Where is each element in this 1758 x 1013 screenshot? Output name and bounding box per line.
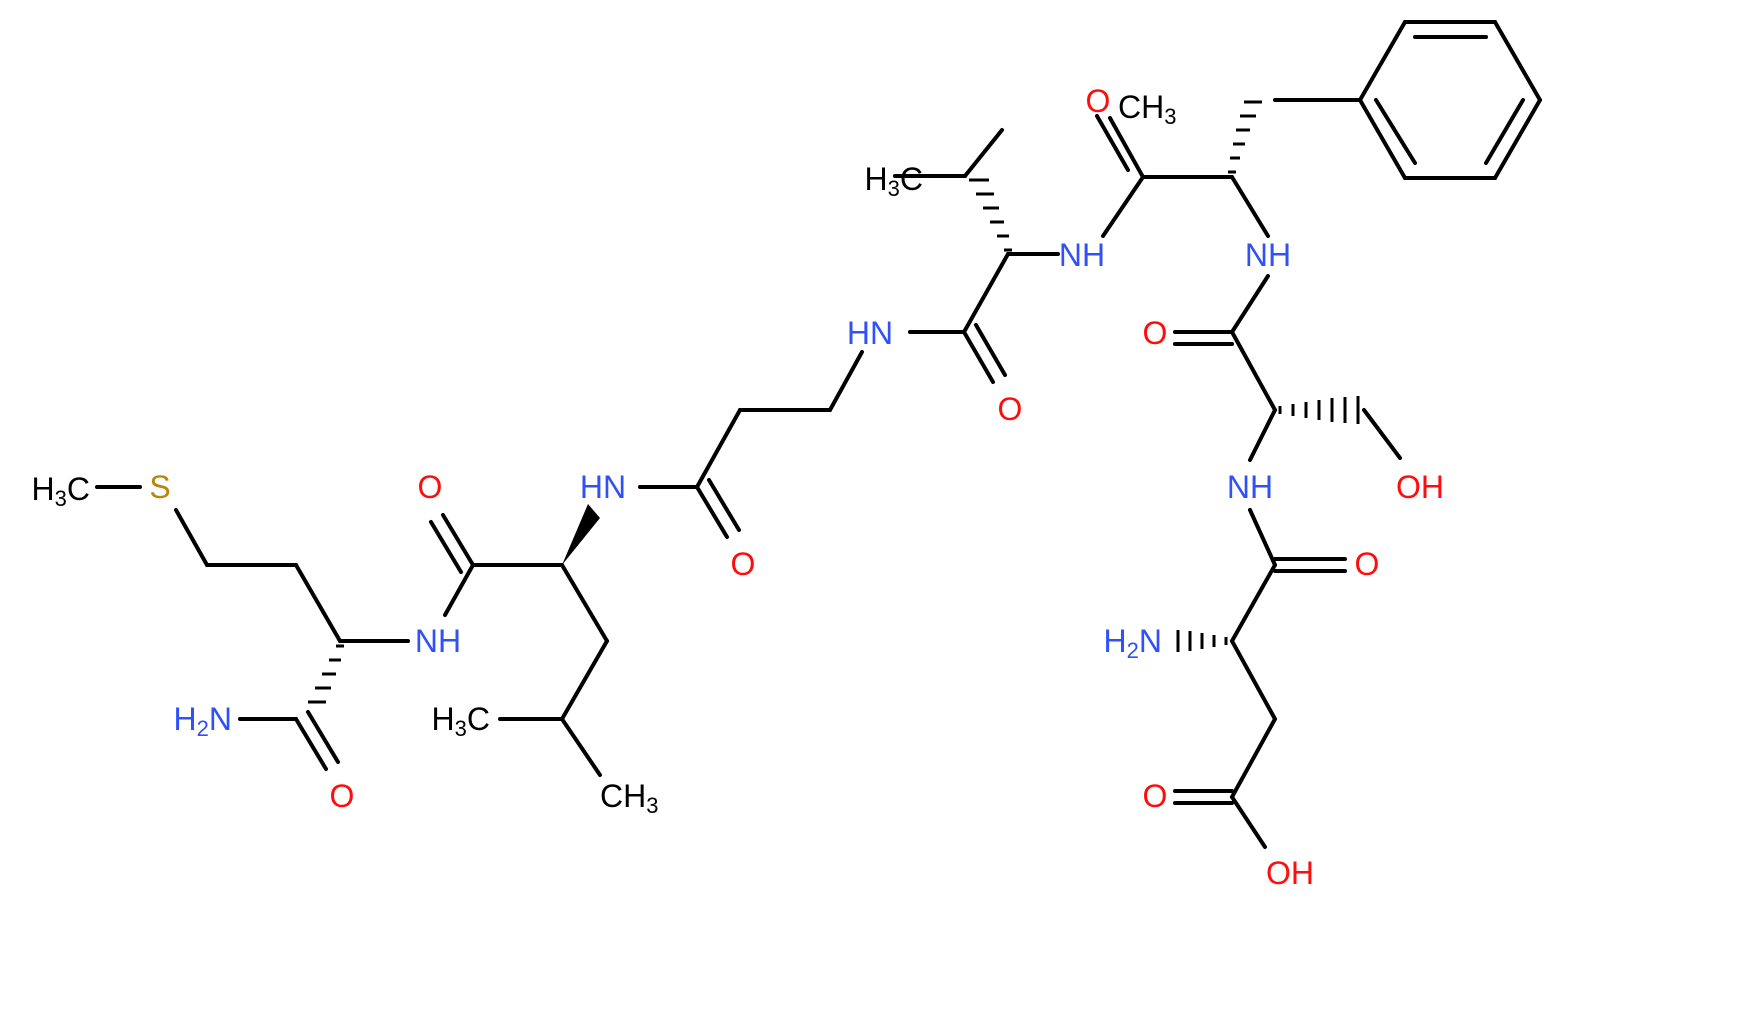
ch3-met: H3C <box>32 471 90 511</box>
bond <box>963 128 1004 178</box>
stereo-layer <box>308 100 1360 704</box>
hashed-bond <box>1176 630 1228 652</box>
bond <box>560 639 609 721</box>
bond <box>1230 717 1277 799</box>
bond <box>962 330 995 384</box>
ch3-val-left: H3C <box>865 161 923 201</box>
bond <box>560 717 602 777</box>
o-bala2-carbonyl: O <box>731 546 756 582</box>
hashed-bond <box>308 644 344 704</box>
bond <box>1230 639 1277 721</box>
o-amide: O <box>330 778 355 814</box>
bond <box>294 563 342 643</box>
oh-acid: OH <box>1266 855 1314 891</box>
o-acid: O <box>1143 778 1168 814</box>
bond <box>1493 20 1542 102</box>
bond <box>962 252 1010 334</box>
nh-met: NH <box>415 623 461 659</box>
label-layer: CH3 O O H3C NH NH O HN O NH OH S H3C O H… <box>32 83 1444 891</box>
bond <box>1108 116 1145 179</box>
nh2-amide: H2N <box>174 701 232 741</box>
hashed-bond <box>1228 100 1262 174</box>
nh-leu: HN <box>580 469 626 505</box>
o-leu-carbonyl: O <box>418 469 443 505</box>
bond <box>441 513 475 567</box>
bond <box>1248 408 1277 462</box>
bond-layer <box>95 20 1542 849</box>
bond <box>1362 408 1402 460</box>
oh-ser: OH <box>1396 469 1444 505</box>
nh-val: NH <box>1059 237 1105 273</box>
nh-bala: HN <box>847 315 893 351</box>
bond <box>1230 795 1267 849</box>
bond <box>974 323 1007 377</box>
bond <box>443 563 475 617</box>
ch3-leu-left: H3C <box>432 701 490 741</box>
wedge-bond <box>562 504 600 565</box>
bond <box>828 350 864 412</box>
bond <box>1358 20 1407 102</box>
o-carbonyl-top: O <box>1086 83 1111 119</box>
o-ser-carbonyl: O <box>1143 315 1168 351</box>
bond <box>707 478 741 532</box>
bond <box>1230 563 1277 643</box>
bond <box>1101 175 1145 238</box>
bond <box>695 408 742 489</box>
nh-phe: NH <box>1245 237 1291 273</box>
nh2-asp: H2N <box>1104 623 1162 663</box>
bond <box>1358 98 1407 180</box>
ch3-val-top: CH3 <box>1118 89 1176 129</box>
s-met: S <box>149 469 170 505</box>
bond <box>1484 98 1525 165</box>
bond <box>1248 508 1277 567</box>
bond <box>1230 175 1270 238</box>
hashed-bond <box>1278 396 1360 424</box>
bond <box>1493 98 1542 180</box>
bond <box>1095 114 1130 172</box>
o-bala-carbonyl: O <box>998 391 1023 427</box>
ch3-leu-right: CH3 <box>600 778 658 818</box>
bond <box>174 508 209 567</box>
nh-ser: NH <box>1227 469 1273 505</box>
bond <box>560 563 609 643</box>
bond <box>695 485 729 539</box>
bond <box>1230 330 1277 412</box>
bond <box>429 520 463 574</box>
bond <box>1230 274 1270 334</box>
bond <box>306 710 340 764</box>
bond <box>294 717 328 771</box>
hashed-bond <box>969 178 1012 252</box>
o-asp-carbonyl: O <box>1355 546 1380 582</box>
bond <box>1374 98 1417 165</box>
